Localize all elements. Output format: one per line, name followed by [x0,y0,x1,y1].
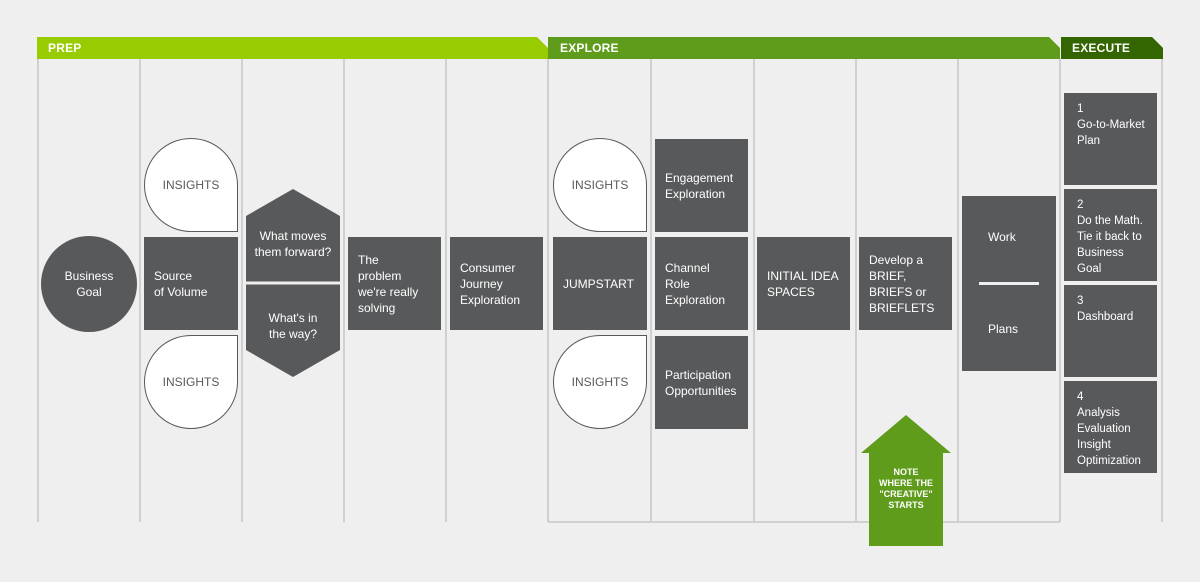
jumpstart-label: JUMPSTART [563,276,634,291]
phase-label-execute: EXECUTE [1072,41,1131,55]
jumpstart-box: JUMPSTART [553,237,647,330]
work-plans-divider [979,282,1039,285]
execute-item-number: 1 [1077,103,1084,115]
insights-label: INSIGHTS [162,375,220,389]
channel-role-box: Channel Role Exploration [655,237,748,330]
source-of-volume-label: Source of Volume [154,268,208,299]
problem-box: The problem we're really solving [348,237,441,330]
participation-box: Participation Opportunities [655,336,748,429]
problem-label: The problem we're really solving [358,252,419,315]
execute-item-number: 3 [1077,295,1084,307]
engagement-exploration-label: Engagement Exploration [665,170,734,201]
creative-arrow-shape [861,415,951,546]
brief-box: Develop a BRIEF, BRIEFS or BRIEFLETS [859,237,952,330]
execute-item-2: 2 Do the Math. Tie it back to Business Go… [1064,189,1157,281]
brief-label: Develop a BRIEF, BRIEFS or BRIEFLETS [869,252,935,315]
explore-banner [548,37,1060,59]
source-of-volume-box: Source of Volume [144,237,238,330]
insights-label: INSIGHTS [571,178,629,192]
execute-banner [1061,37,1163,59]
insights-label: INSIGHTS [162,178,220,192]
execute-item-number: 4 [1077,391,1084,403]
participation-label: Participation Opportunities [665,367,737,398]
initial-idea-spaces-box: INITIAL IDEA SPACES [757,237,850,330]
work-label: Work [988,230,1016,244]
phase-label-explore: EXPLORE [560,41,619,55]
channel-role-label: Channel Role Exploration [665,260,726,307]
consumer-journey-box: Consumer Journey Exploration [450,237,543,330]
plans-label: Plans [988,322,1019,336]
consumer-journey-label: Consumer Journey Exploration [460,260,521,307]
execute-item-label: Go-to-Market Plan [1077,119,1145,147]
prep-banner [37,37,548,59]
creative-note-label: NOTE WHERE THE "CREATIVE" STARTS [879,467,933,510]
phase-label-prep: PREP [48,41,82,55]
execute-item-label: Analysis Evaluation Insight Optimization [1077,407,1141,467]
execute-item-number: 2 [1077,199,1084,211]
business-goal-label: Business Goal [64,269,114,299]
insights-bubble-prep-bottom: INSIGHTS [144,335,238,429]
insights-label: INSIGHTS [571,375,629,389]
hexagon-bottom-label: What's in the way? [268,311,318,341]
work-plans-box: Work Plans [962,196,1056,371]
execute-item-label: Do the Math. Tie it back to Business Goa… [1077,215,1143,275]
insights-bubble-prep-top: INSIGHTS [144,138,238,232]
initial-idea-spaces-label: INITIAL IDEA SPACES [767,268,839,299]
insights-bubble-explore-top: INSIGHTS [553,138,647,232]
business-goal-circle: Business Goal [41,236,137,332]
execute-item-label: Dashboard [1077,311,1134,323]
insights-bubble-explore-bottom: INSIGHTS [553,335,647,429]
hexagon-top-label: What moves them forward? [254,229,332,259]
column-dividers [37,59,1163,523]
engagement-exploration-box: Engagement Exploration [655,139,748,232]
